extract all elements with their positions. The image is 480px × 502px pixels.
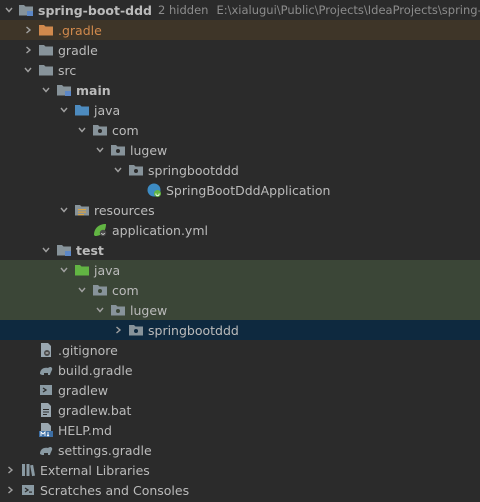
tree-label: lugew [130,302,168,318]
tree-label: .gradle [58,22,102,38]
tree-label: gradle [58,42,98,58]
tree-label: java [94,262,121,278]
gradle-file-icon [38,442,54,458]
tree-label: test [76,242,104,258]
tree-row-project-root[interactable]: spring-boot-ddd 2 hidden E:\xialugui\Pub… [0,0,480,20]
tree-label: Scratches and Consoles [40,482,190,498]
tree-label: main [76,82,111,98]
libraries-icon [20,462,36,478]
resources-folder-icon [74,202,90,218]
tree-label: settings.gradle [58,442,152,458]
tree-label: com [112,282,139,298]
tree-row-test-java[interactable]: java [0,260,480,280]
package-icon [128,322,144,338]
tree-row-dot-gradle[interactable]: .gradle [0,20,480,40]
project-path: E:\xialugui\Public\Projects\IdeaProjects… [216,3,480,17]
tree-row-gitignore[interactable]: .gitignore [0,340,480,360]
tree-label: springbootddd [148,322,239,338]
chevron-right-icon[interactable] [112,320,124,340]
chevron-right-icon[interactable] [4,480,16,500]
chevron-down-icon[interactable] [58,100,70,120]
markdown-icon [38,422,54,438]
tree-row-test[interactable]: test [0,240,480,260]
excluded-folder-icon [38,22,54,38]
chevron-down-icon[interactable] [40,80,52,100]
tree-label: SpringBootDddApplication [166,182,331,198]
project-name: spring-boot-ddd [38,2,153,18]
tree-label: .gitignore [58,342,118,358]
chevron-down-icon[interactable] [4,0,14,20]
tree-label: External Libraries [40,462,150,478]
tree-row-application-class[interactable]: SpringBootDddApplication [0,180,480,200]
tree-label: build.gradle [58,362,133,378]
tree-row-test-springbootddd[interactable]: springbootddd [0,320,480,340]
chevron-down-icon[interactable] [58,260,70,280]
spring-yml-icon [92,222,108,238]
tree-label: gradlew.bat [58,402,132,418]
chevron-right-icon[interactable] [22,40,34,60]
tree-row-src[interactable]: src [0,60,480,80]
chevron-down-icon[interactable] [58,200,70,220]
package-icon [92,122,108,138]
tree-row-external-libraries[interactable]: External Libraries [0,460,480,480]
tree-label: resources [94,202,155,218]
folder-icon [38,62,54,78]
chevron-down-icon[interactable] [40,240,52,260]
tree-label: HELP.md [58,422,112,438]
tree-row-settings-gradle[interactable]: settings.gradle [0,440,480,460]
tree-label: com [112,122,139,138]
tree-row-application-yml[interactable]: application.yml [0,220,480,240]
tree-row-main-java[interactable]: java [0,100,480,120]
module-folder-icon [18,2,34,18]
package-icon [92,282,108,298]
text-file-icon [38,402,54,418]
chevron-right-icon[interactable] [22,20,34,40]
chevron-down-icon[interactable] [76,280,88,300]
tree-row-gradlew-bat[interactable]: gradlew.bat [0,400,480,420]
module-folder-icon [56,242,72,258]
source-folder-icon [74,102,90,118]
chevron-down-icon[interactable] [22,60,34,80]
tree-row-build-gradle[interactable]: build.gradle [0,360,480,380]
tree-row-main-lugew[interactable]: lugew [0,140,480,160]
chevron-down-icon[interactable] [94,300,106,320]
tree-row-gradle[interactable]: gradle [0,40,480,60]
package-icon [128,162,144,178]
tree-row-test-lugew[interactable]: lugew [0,300,480,320]
module-folder-icon [56,82,72,98]
package-icon [110,142,126,158]
tree-label: application.yml [112,222,208,238]
folder-icon [38,42,54,58]
spring-class-icon [146,182,162,198]
tree-row-resources[interactable]: resources [0,200,480,220]
hidden-count: 2 hidden [158,3,209,17]
chevron-right-icon[interactable] [4,460,16,480]
chevron-down-icon[interactable] [112,160,124,180]
test-source-folder-icon [74,262,90,278]
scratches-icon [20,482,36,498]
tree-row-gradlew[interactable]: gradlew [0,380,480,400]
chevron-down-icon[interactable] [76,120,88,140]
tree-label: java [94,102,121,118]
package-icon [110,302,126,318]
tree-row-main[interactable]: main [0,80,480,100]
tree-label: lugew [130,142,168,158]
chevron-down-icon[interactable] [94,140,106,160]
tree-label: src [58,62,77,78]
tree-row-main-com[interactable]: com [0,120,480,140]
tree-row-scratches[interactable]: Scratches and Consoles [0,480,480,500]
script-icon [38,382,54,398]
tree-label: gradlew [58,382,109,398]
gradle-file-icon [38,362,54,378]
tree-row-main-springbootddd[interactable]: springbootddd [0,160,480,180]
tree-label: springbootddd [148,162,239,178]
tree-row-test-com[interactable]: com [0,280,480,300]
gitignore-icon [38,342,54,358]
tree-row-help-md[interactable]: HELP.md [0,420,480,440]
